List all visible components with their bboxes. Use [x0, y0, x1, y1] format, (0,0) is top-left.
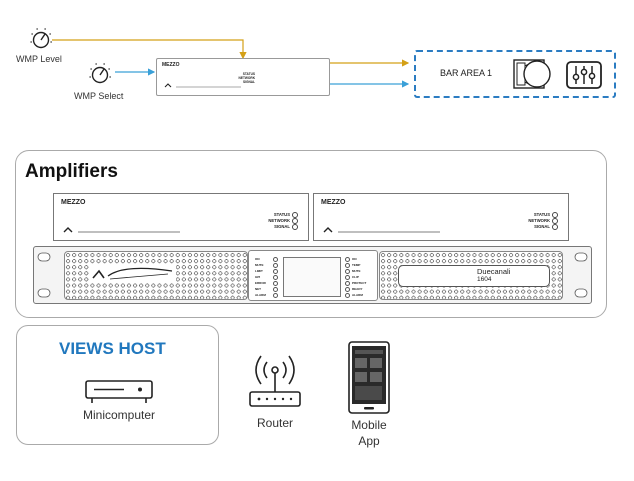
led-label: ON: [255, 257, 260, 261]
status-label: STATUS: [242, 72, 255, 76]
mobile-app-label-line1: Mobile: [351, 418, 387, 432]
model-name: Duecanali: [477, 267, 511, 276]
led-indicator: [273, 275, 279, 281]
model-number: 1604: [477, 276, 492, 283]
views-host-title: VIEWS HOST: [59, 339, 166, 358]
wmp-level-control: WMP Level: [16, 26, 66, 66]
mobile-phone-icon: [348, 341, 390, 414]
mezzo-brand: MEZZO: [162, 62, 180, 68]
led-indicator: [273, 293, 279, 299]
wmp-level-connector: [52, 39, 247, 60]
powersoft-logo-icon: [63, 227, 180, 233]
led-indicator: [345, 275, 351, 281]
router-icon: [249, 355, 301, 407]
knob-icon: [89, 63, 111, 84]
minicomputer-label: Minicomputer: [82, 408, 156, 422]
powersoft-logo-icon: [164, 83, 241, 88]
model-plate: Duecanali 1604: [398, 265, 550, 287]
network-label: NETWORK: [238, 76, 255, 80]
led-label: LIMIT: [255, 269, 263, 273]
network-label: NETWORK: [268, 218, 298, 224]
wmp-level-label: WMP Level: [16, 54, 62, 64]
mezzo-brand: MEZZO: [61, 199, 86, 206]
wmp-select-control: WMP Select: [70, 60, 130, 101]
amplifiers-title: Amplifiers: [25, 161, 118, 182]
led-indicator: [345, 293, 351, 299]
signal-label: SIGNAL: [534, 224, 558, 230]
led-indicator: [273, 263, 279, 269]
led-indicator: [273, 257, 279, 263]
led-status-panel: ON MUTE LIMIT GPI ERROR NET ALARM ON TEM…: [248, 250, 378, 301]
knob-icon: [30, 28, 52, 49]
led-indicator: [273, 287, 279, 293]
bar-area-label: BAR AREA 1: [440, 68, 493, 78]
rack-amplifier: ON MUTE LIMIT GPI ERROR NET ALARM ON TEM…: [33, 246, 592, 304]
led-label: ERROR: [255, 281, 266, 285]
led-label: READY: [352, 287, 363, 291]
led-label: MUTE: [352, 269, 361, 273]
mezzo-brand: MEZZO: [321, 199, 346, 206]
led-indicator: [345, 263, 351, 269]
mezzo-amplifier-1: MEZZO STATUS NETWORK SIGNAL: [53, 193, 309, 241]
led-indicator: [345, 281, 351, 287]
wmp-select-label: WMP Select: [74, 91, 124, 101]
speaker-icon: [513, 59, 551, 89]
led-label: ON: [352, 257, 357, 261]
network-label: NETWORK: [528, 218, 558, 224]
led-label: NET: [255, 287, 261, 291]
mixer-sliders-icon: [566, 61, 602, 89]
mezzo-amplifier-2: MEZZO STATUS NETWORK SIGNAL: [313, 193, 569, 241]
led-label: ALARM: [352, 293, 363, 297]
powersoft-logo-icon: [90, 265, 176, 283]
center-display: [283, 257, 341, 297]
status-label: STATUS: [274, 212, 298, 218]
led-indicator: [273, 281, 279, 287]
status-label: STATUS: [534, 212, 558, 218]
led-indicator: [345, 257, 351, 263]
led-indicator: [345, 287, 351, 293]
led-label: GPI: [255, 275, 261, 279]
signal-flow-connectors: [52, 39, 410, 88]
led-indicator: [345, 269, 351, 275]
rack-ear-hole: [37, 252, 51, 298]
powersoft-logo-icon: [323, 227, 440, 233]
led-label: PROTECT: [352, 281, 367, 285]
mobile-app-label-line2: App: [358, 434, 380, 448]
led-label: MUTE: [255, 263, 264, 267]
router-label: Router: [256, 416, 294, 430]
minicomputer-icon: [85, 380, 153, 403]
mezzo-input-unit: MEZZO STATUS NETWORK SIGNAL: [156, 58, 330, 96]
led-indicator: [273, 269, 279, 275]
signal-label: SIGNAL: [274, 224, 298, 230]
led-label: CLIP: [352, 275, 359, 279]
signal-label: SIGNAL: [242, 80, 255, 84]
rack-ear-hole: [574, 252, 588, 298]
led-label: ALARM: [255, 293, 266, 297]
bar-area-zone: BAR AREA 1: [414, 50, 616, 98]
led-label: TEMP: [352, 263, 361, 267]
